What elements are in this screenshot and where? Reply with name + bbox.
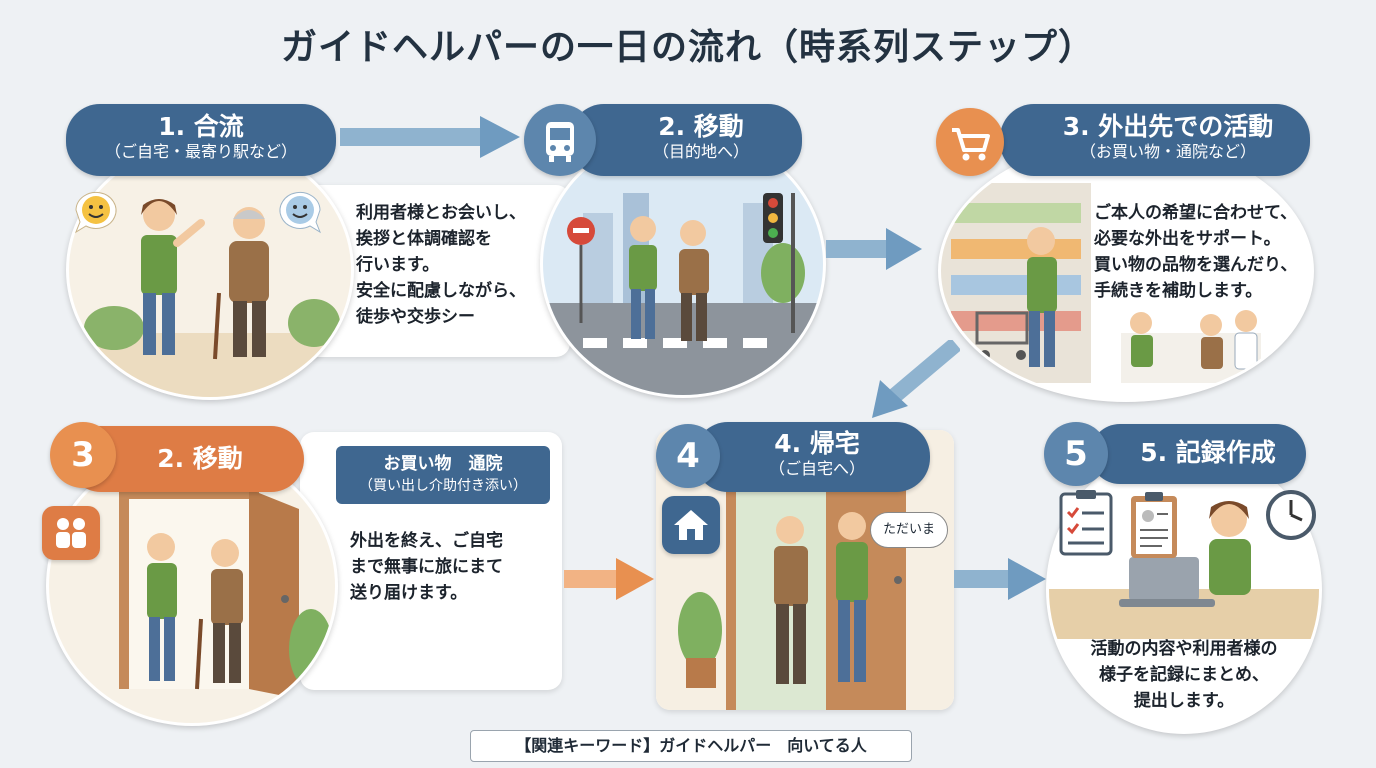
step3b-body: 外出を終え、ご自宅 まで無事に旅にまて 送り届けます。 bbox=[350, 531, 503, 603]
flow-arrow bbox=[826, 226, 922, 272]
step4-speech-text: ただいま bbox=[882, 522, 935, 537]
page-title: ガイドヘルパーの一日の流れ（時系列ステップ） bbox=[280, 27, 1095, 68]
step3b-tag-title: お買い物 通院 bbox=[383, 454, 503, 474]
step1-illustration bbox=[66, 140, 354, 400]
step3b-heading: 2. 移動 bbox=[157, 444, 243, 473]
flow-arrow bbox=[564, 556, 654, 602]
step4-subheading: （ご自宅へ） bbox=[768, 459, 865, 478]
step3-subheading: （お買い物・通院など） bbox=[1079, 142, 1256, 161]
step1-heading: 1. 合流 bbox=[158, 112, 244, 141]
step3-illustration bbox=[938, 140, 1314, 402]
step2-subheading: （目的地へ） bbox=[652, 142, 749, 161]
related-keywords: 【関連キーワード】ガイドヘルパー 向いてる人 bbox=[470, 730, 912, 762]
flow-arrow bbox=[954, 556, 1046, 602]
cart-icon bbox=[936, 108, 1004, 176]
step5-header: 5. 記録作成 bbox=[1090, 424, 1306, 484]
home-icon bbox=[662, 496, 720, 554]
step3b-tag-subtitle: （買い出し介助付き添い） bbox=[359, 478, 527, 494]
flow-arrow bbox=[340, 114, 520, 160]
step4-badge: 4 bbox=[656, 424, 720, 488]
flow-arrow bbox=[870, 340, 960, 420]
step1-body: 利用者様とお会いし、 挨拶と体調確認を 行います。 安全に配慮しながら、 徒歩や… bbox=[356, 203, 526, 327]
step5-heading: 5. 記録作成 bbox=[1140, 438, 1276, 467]
bus-icon bbox=[524, 104, 596, 176]
step3-heading: 3. 外出先での活動 bbox=[1062, 112, 1274, 141]
step1-subheading: （ご自宅・最寄り駅など） bbox=[104, 142, 297, 161]
smile-icon bbox=[276, 190, 324, 234]
step3b-tag: お買い物 通院 （買い出し介助付き添い） bbox=[336, 446, 550, 504]
step3-header: 3. 外出先での活動 （お買い物・通院など） bbox=[1000, 104, 1310, 176]
step3b-badge: 3 bbox=[50, 422, 116, 488]
step5-body: 活動の内容や利用者様の 様子を記録にまとめ、 提出します。 bbox=[1090, 639, 1278, 711]
step3-body: ご本人の希望に合わせて、 必要な外出をサポート。 買い物の品物を選んだり、 手続… bbox=[1094, 203, 1298, 301]
people-icon bbox=[42, 506, 100, 560]
step2-heading: 2. 移動 bbox=[658, 112, 744, 141]
step4-heading: 4. 帰宅 bbox=[774, 429, 860, 458]
step4-header: 4. 帰宅 （ご自宅へ） bbox=[694, 422, 930, 492]
step2-header: 2. 移動 （目的地へ） bbox=[570, 104, 802, 176]
step4-speech-bubble: ただいま bbox=[870, 512, 948, 548]
step1-header: 1. 合流 （ご自宅・最寄り駅など） bbox=[66, 104, 336, 176]
clipboard-icon bbox=[1128, 490, 1180, 560]
step5-badge: 5 bbox=[1044, 422, 1108, 486]
clock-icon bbox=[1264, 488, 1318, 542]
step3b-illustration bbox=[46, 446, 338, 726]
clipboard-icon bbox=[1058, 488, 1114, 556]
smile-icon bbox=[72, 190, 120, 234]
